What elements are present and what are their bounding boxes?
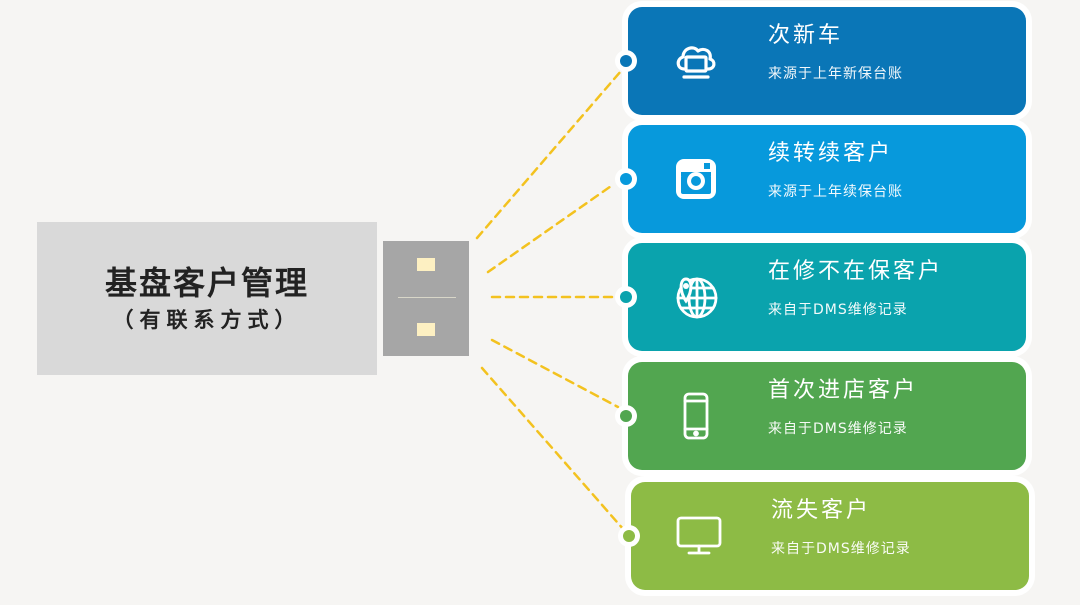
card-tab xyxy=(615,286,637,308)
card-subtitle: 来源于上年续保台账 xyxy=(768,184,903,200)
card-tab xyxy=(615,405,637,427)
card-title: 续转续客户 xyxy=(768,141,894,166)
connector-5 xyxy=(480,366,626,532)
connector-4 xyxy=(490,338,620,409)
card-used-new-car[interactable]: 次新车 来源于上年新保台账 xyxy=(615,7,1026,115)
monitor-icon xyxy=(676,516,722,555)
usb-plug-icon xyxy=(383,241,469,356)
camera-icon xyxy=(676,159,716,199)
card-title: 流失客户 xyxy=(771,498,872,523)
card-subtitle: 来自于DMS维修记录 xyxy=(768,302,908,318)
cloud-laptop-icon xyxy=(676,46,716,79)
card-tab xyxy=(615,50,637,72)
hub-box: 基盘客户管理 （有联系方式） xyxy=(37,222,377,375)
plug-divider xyxy=(398,297,456,298)
plug-pin-bottom xyxy=(417,323,435,336)
card-subtitle: 来自于DMS维修记录 xyxy=(771,541,911,557)
card-tab xyxy=(618,525,640,547)
hub-subtitle: （有联系方式） xyxy=(112,307,302,332)
card-title: 次新车 xyxy=(768,23,844,48)
plug-pin-top xyxy=(417,258,435,271)
card-lost-customer[interactable]: 流失客户 来自于DMS维修记录 xyxy=(618,482,1029,590)
connector-2 xyxy=(486,182,616,274)
connector-1 xyxy=(475,69,623,240)
card-tab xyxy=(615,168,637,190)
card-title: 首次进店客户 xyxy=(768,378,919,403)
card-title: 在修不在保客户 xyxy=(768,259,944,284)
globe-location-icon xyxy=(676,277,718,319)
hub-title: 基盘客户管理 xyxy=(104,263,309,302)
card-repair-not-insured[interactable]: 在修不在保客户 来自于DMS维修记录 xyxy=(615,243,1026,351)
card-subtitle: 来自于DMS维修记录 xyxy=(768,421,908,437)
card-first-visit[interactable]: 首次进店客户 来自于DMS维修记录 xyxy=(615,362,1026,470)
card-subtitle: 来源于上年新保台账 xyxy=(768,66,903,82)
card-renewal-customer[interactable]: 续转续客户 来源于上年续保台账 xyxy=(615,125,1026,233)
smartphone-icon xyxy=(683,392,709,440)
